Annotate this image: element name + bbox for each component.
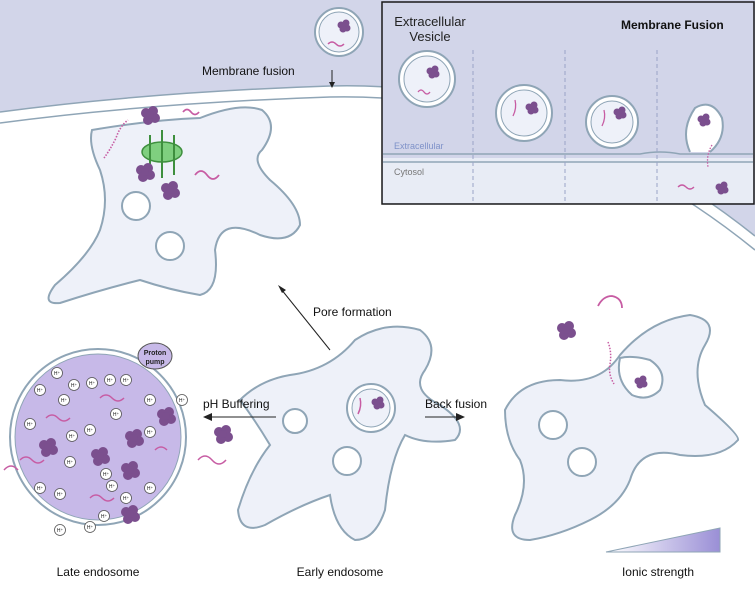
proton-label: H⁺ [54,371,61,377]
proton-marker [68,379,80,391]
proton-label: H⁺ [37,388,44,394]
proton-label: H⁺ [69,434,76,440]
proton-marker [144,426,156,438]
proton-marker [34,482,46,494]
incoming-vesicle [314,7,364,57]
proton-marker [66,430,78,442]
proton-label: H⁺ [113,412,120,418]
inset-extracellular-label: Extracellular [394,141,444,151]
inset-cytosol-label: Cytosol [394,167,425,177]
proton-label: H⁺ [87,428,94,434]
proton-marker [54,488,66,500]
proton-label: H⁺ [27,422,34,428]
proton-label: H⁺ [109,484,116,490]
proton-label: H⁺ [103,472,110,478]
proton-marker [104,374,116,386]
proton-marker [144,482,156,494]
proton-marker [144,394,156,406]
proton-marker [84,424,96,436]
proton-label: H⁺ [179,398,186,404]
inset-panel [381,1,755,205]
ph-buffering-label: pH Buffering [203,397,270,411]
proton-marker [34,384,46,396]
back-fusion-cell [503,313,740,542]
proton-label: H⁺ [107,378,114,384]
proton-label: H⁺ [87,525,94,531]
pore-complex [141,130,183,178]
proton-marker [106,480,118,492]
proton-marker [58,394,70,406]
proton-label: H⁺ [147,486,154,492]
proton-label: H⁺ [147,398,154,404]
proton-pump [137,342,173,370]
proton-marker [100,468,112,480]
proton-label: H⁺ [67,460,74,466]
proton-marker [98,510,110,522]
ionic-strength-wedge [605,527,721,553]
late-endosome-label: Late endosome [56,565,140,579]
proton-marker [64,456,76,468]
internal-vesicle [346,383,396,433]
back-fusion-label: Back fusion [425,397,488,411]
svg-text:pump: pump [145,359,164,366]
proton-marker [120,492,132,504]
proton-marker [110,408,122,420]
proton-marker [120,374,132,386]
proton-label: H⁺ [89,381,96,387]
proton-pump-label: Proton [144,350,167,357]
proton-marker [54,524,66,536]
proton-label: H⁺ [123,496,130,502]
pore-formation-arrow [280,288,331,351]
proton-label: H⁺ [101,514,108,520]
proton-marker [84,521,96,533]
proton-label: H⁺ [57,492,64,498]
early-endosome-label: Early endosome [296,565,384,579]
proton-marker [86,377,98,389]
fused-cell [47,106,302,305]
proton-label: H⁺ [57,528,64,534]
proton-label: H⁺ [147,430,154,436]
inset-vesicle-label: Extracellular Vesicle [386,14,474,44]
proton-label: H⁺ [123,378,130,384]
late-endosome: Proton pump [9,342,187,526]
inset-vesicle-line2: Vesicle [409,29,451,44]
proton-marker [24,418,36,430]
ionic-strength-label: Ionic strength [621,565,695,579]
proton-marker [176,394,188,406]
early-endosome-cell [236,325,461,542]
fusing-vesicle [617,355,664,399]
proton-markers: H⁺ H⁺ H⁺ H⁺ H⁺ H⁺ H⁺ H⁺ H⁺ H⁺ H⁺ H⁺ H⁺ H⁺ H⁺ H⁺ H⁺ H⁺ H⁺ H⁺… [24,367,188,536]
inset-vesicle-line1: Extracellular [394,14,466,29]
pore-formation-label: Pore formation [313,305,392,319]
membrane-fusion-label: Membrane fusion [202,64,295,78]
inset-title: Membrane Fusion [621,18,724,32]
proton-label: H⁺ [71,383,78,389]
proton-label: H⁺ [61,398,68,404]
proton-marker [51,367,63,379]
proton-label: H⁺ [37,486,44,492]
